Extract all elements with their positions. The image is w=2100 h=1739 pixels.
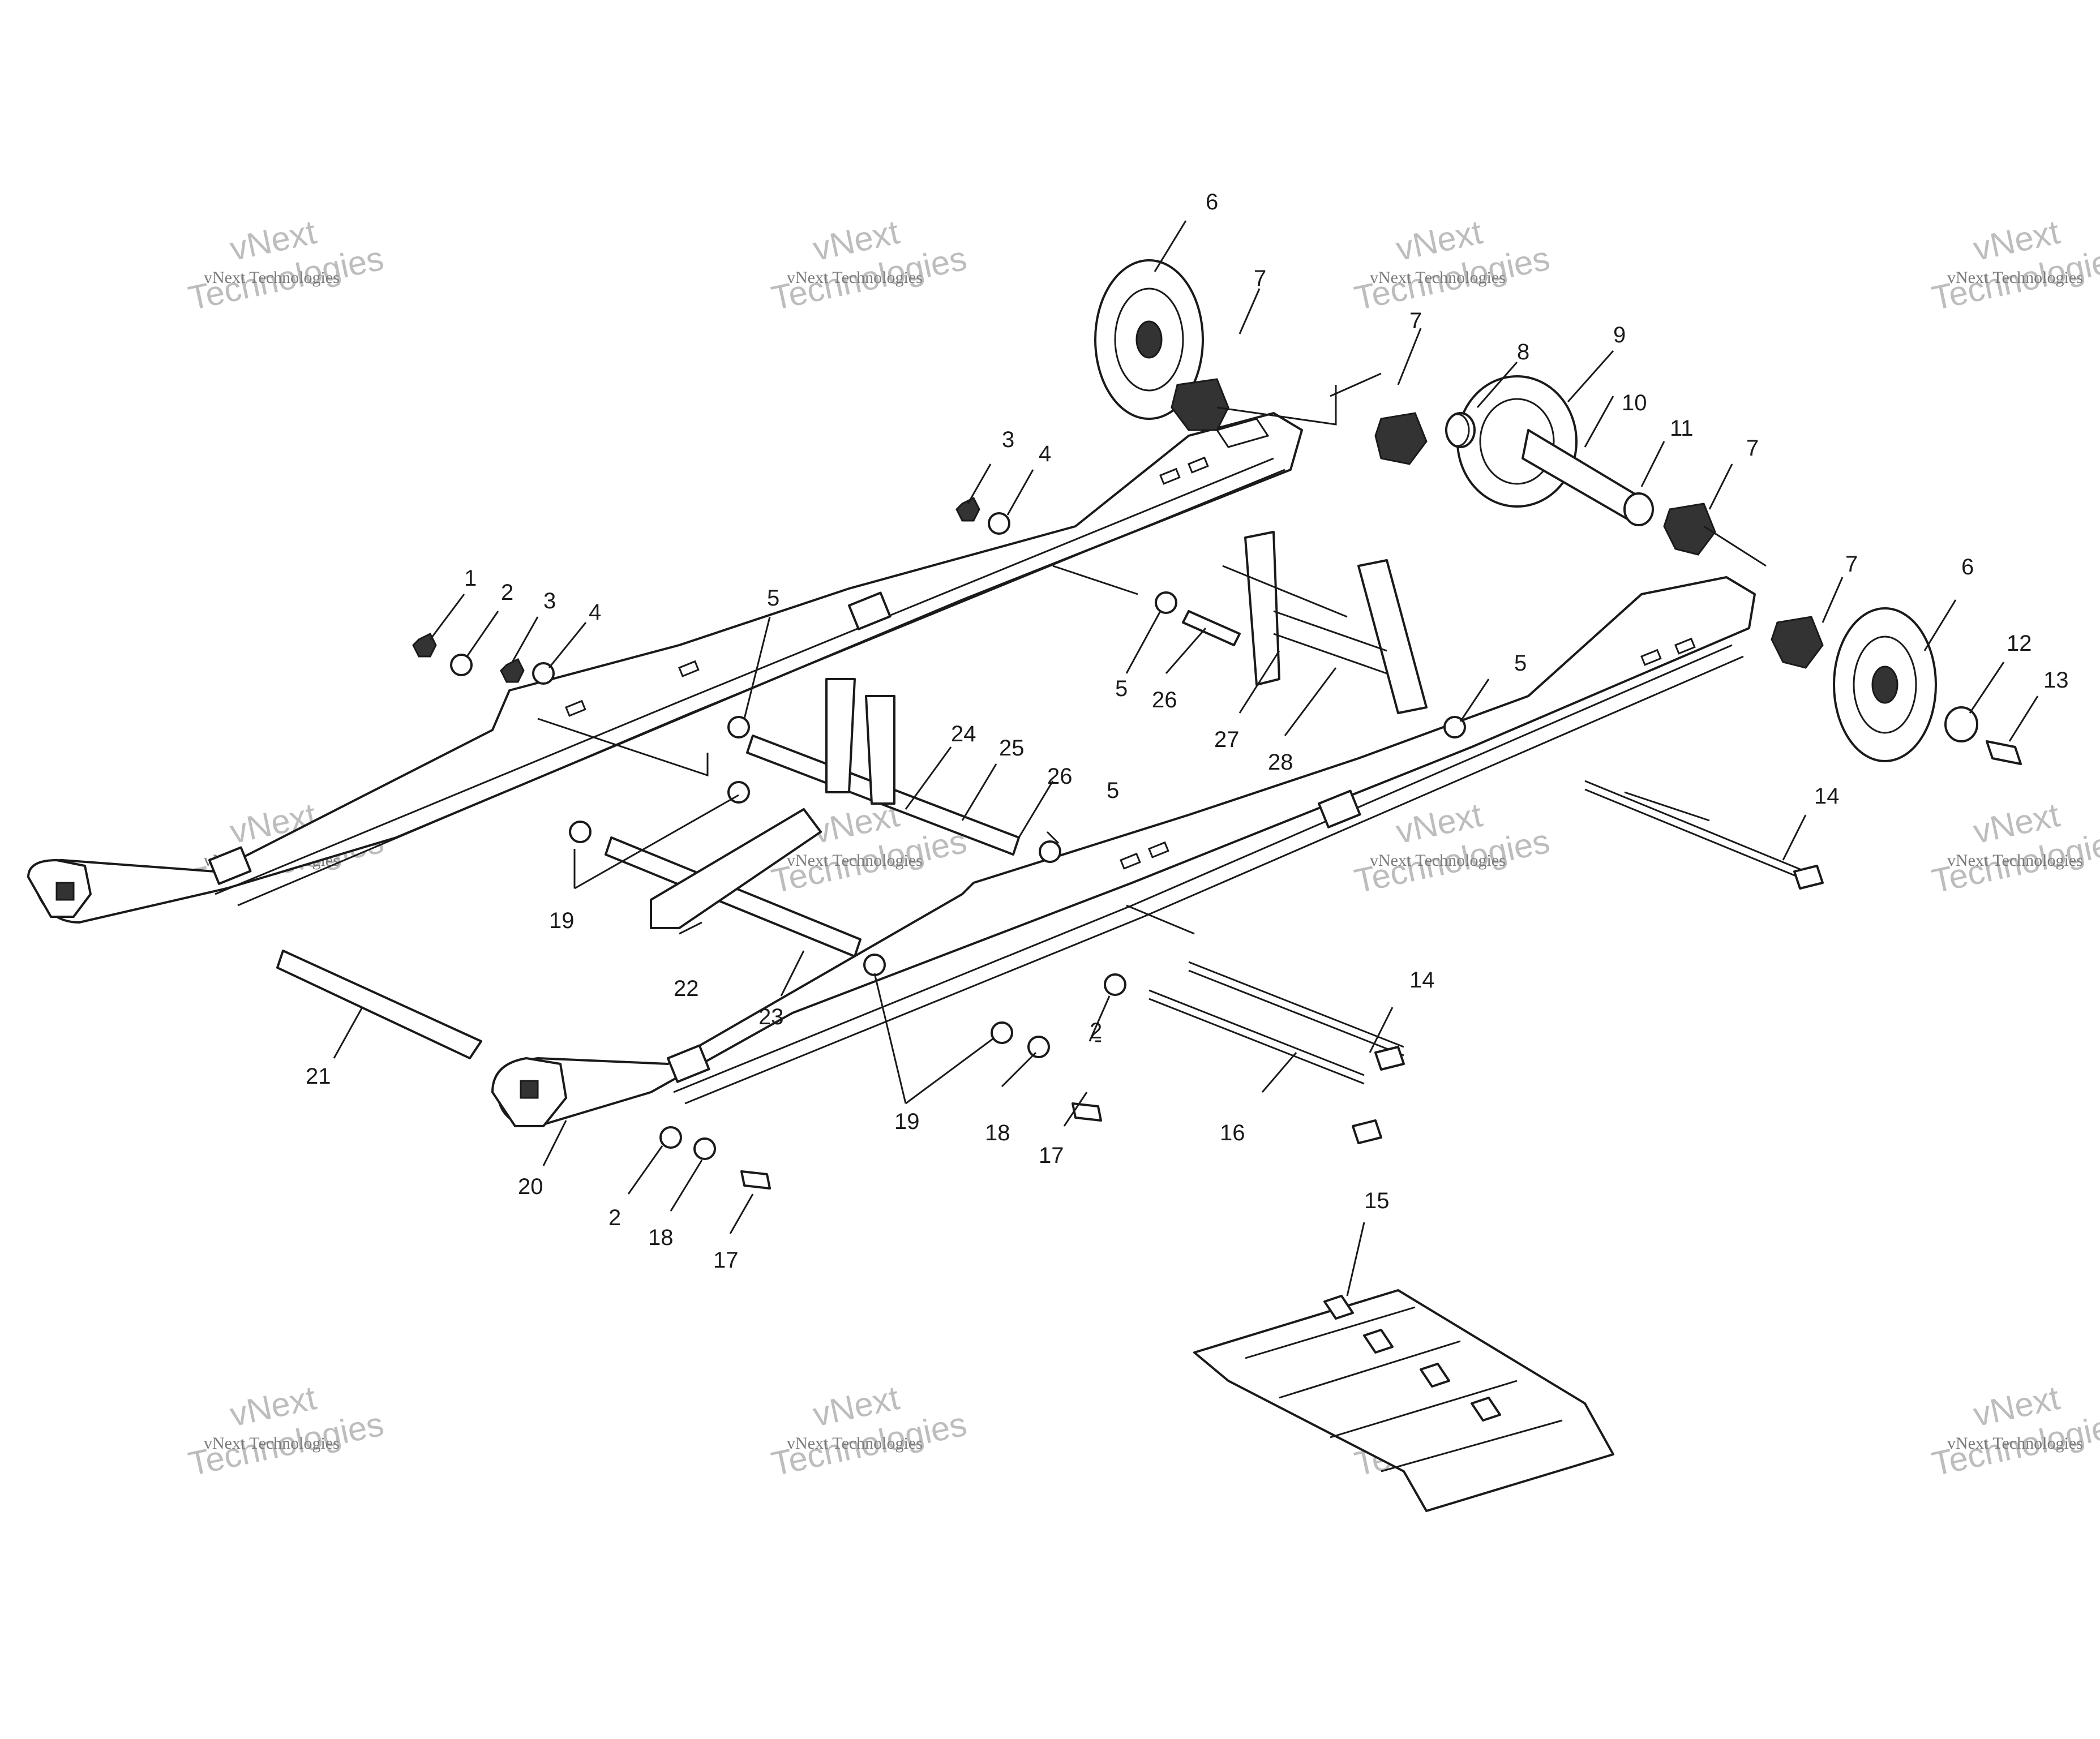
watermark: vNext Technologies vNext Technologies [1928, 796, 2100, 900]
watermark: vNext Technologies vNext Technologies [1928, 213, 2100, 317]
callout-5-right: 5 [1514, 651, 1527, 676]
callout-14-lower: 14 [1409, 968, 1435, 993]
callout-2-left: 2 [501, 580, 513, 605]
explode-lines [537, 372, 1767, 935]
watermark-caption: vNext Technologies [787, 1434, 923, 1453]
front-arm-22 [650, 808, 822, 929]
callout-5-left: 5 [767, 586, 779, 611]
callout-28: 28 [1268, 750, 1293, 775]
watermark-caption: vNext Technologies [787, 851, 923, 870]
left-rail [27, 412, 1303, 924]
right-rail [491, 576, 1756, 1127]
callout-9: 9 [1613, 323, 1626, 347]
callout-18-right: 18 [985, 1120, 1010, 1145]
callout-26-left: 26 [1047, 764, 1073, 789]
callout-4-top: 4 [1039, 441, 1051, 466]
watermark: vNext Technologies vNext Technologies [1351, 213, 1553, 317]
callout-5-lower: 5 [1107, 778, 1119, 803]
callout-2-mid: 2 [1090, 1019, 1102, 1044]
watermark: vNext Technologies vNext Technologies [185, 1379, 387, 1483]
callout-24: 24 [951, 722, 976, 746]
callout-7-right-upper: 7 [1746, 436, 1759, 461]
callout-14-top: 14 [1814, 784, 1840, 809]
callout-26-right: 26 [1152, 688, 1177, 712]
leader-lines [333, 220, 2039, 1296]
center-idler-wheel [1445, 375, 1578, 508]
callout-11: 11 [1670, 416, 1694, 441]
watermark: vNext Technologies vNext Technologies [1928, 1379, 2100, 1483]
callout-2-lower: 2 [608, 1205, 621, 1230]
callout-6-top: 6 [1206, 190, 1218, 214]
watermark-caption: vNext Technologies [1947, 268, 2083, 287]
watermark-caption: vNext Technologies [1370, 268, 1506, 287]
callout-6-right: 6 [1961, 555, 1974, 579]
watermark: vNext Technologies vNext Technologies [185, 213, 387, 317]
callout-7-mid: 7 [1409, 308, 1422, 333]
callout-19-right: 19 [894, 1109, 920, 1134]
callout-13: 13 [2043, 668, 2069, 693]
track-section [1193, 1289, 1614, 1512]
callout-16: 16 [1220, 1120, 1245, 1145]
callout-17-lower: 17 [713, 1248, 739, 1273]
hardware [412, 496, 1824, 1190]
idler-wheel-top [1094, 259, 1204, 420]
callout-23: 23 [758, 1004, 784, 1029]
callout-3-left: 3 [543, 589, 556, 613]
bolt-13 [1986, 740, 2022, 765]
idler-wheel-right [1833, 607, 1937, 762]
callout-21: 21 [306, 1064, 331, 1089]
callout-19-left: 19 [549, 908, 575, 933]
callout-15: 15 [1364, 1188, 1390, 1213]
callout-22: 22 [674, 976, 699, 1001]
idler-axle [1522, 429, 1654, 526]
callout-7-top: 7 [1254, 266, 1266, 291]
watermark-caption: vNext Technologies [1947, 851, 2083, 870]
callout-12: 12 [2007, 631, 2032, 656]
watermark-caption: vNext Technologies [1947, 1434, 2083, 1453]
callout-7-right-lower: 7 [1845, 552, 1858, 577]
bearing-caps [1171, 378, 1824, 669]
callout-25: 25 [999, 736, 1025, 761]
o-ring [1445, 413, 1470, 447]
watermark-caption: vNext Technologies [204, 1434, 340, 1453]
callout-5-mid: 5 [1115, 676, 1128, 701]
callout-10: 10 [1622, 390, 1647, 415]
rear-arm-27 [1244, 531, 1428, 714]
callout-1: 1 [464, 566, 477, 591]
callout-3-top: 3 [1002, 427, 1014, 452]
washer-12 [1944, 706, 1978, 742]
callout-18-lower: 18 [648, 1225, 674, 1250]
watermark: vNext Technologies vNext Technologies [768, 213, 970, 317]
watermark-caption: vNext Technologies [204, 268, 340, 287]
callout-27: 27 [1214, 727, 1240, 752]
callout-8: 8 [1517, 340, 1529, 364]
callout-20: 20 [518, 1174, 543, 1199]
callout-4-left: 4 [589, 600, 601, 625]
watermark: vNext Technologies vNext Technologies [768, 1379, 970, 1483]
watermark-caption: vNext Technologies [787, 268, 923, 287]
front-links [825, 678, 895, 805]
callout-17-right: 17 [1039, 1143, 1064, 1168]
watermark-caption: vNext Technologies [1370, 851, 1506, 870]
callout-numbers: 6 7 7 8 9 10 11 7 7 6 12 13 14 3 4 1 2 3… [306, 190, 2069, 1273]
